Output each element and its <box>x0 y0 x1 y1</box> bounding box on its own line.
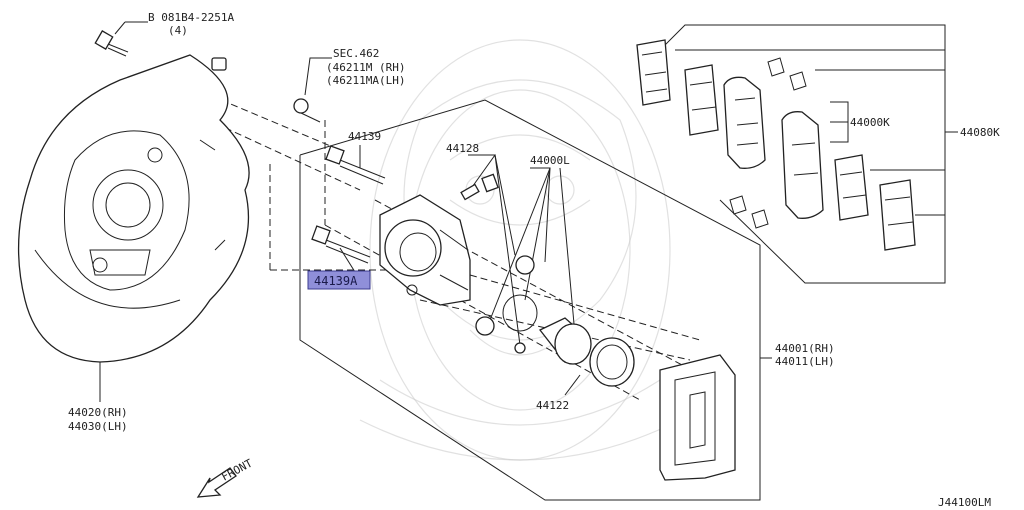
backing-plate-part <box>17 54 250 363</box>
piston-part <box>538 317 592 365</box>
part-44139-label[interactable]: 44139 <box>348 130 381 143</box>
watermark-emblem <box>359 39 681 461</box>
front-label: FRONT <box>219 456 255 483</box>
front-direction-arrow <box>196 467 237 498</box>
piston-seal-ring-part <box>589 337 635 387</box>
bleeder-screw-part <box>460 173 499 201</box>
drawing-id-label: J44100LM <box>938 496 991 509</box>
pad-kit-outline <box>639 24 946 284</box>
pad-shim-parts <box>636 39 916 251</box>
part-44000k-label[interactable]: 44000K <box>850 116 890 129</box>
part-44139a-label[interactable]: 44139A <box>314 274 358 288</box>
caliper-bracket-part <box>659 354 736 481</box>
seal-kit-parts <box>475 255 538 354</box>
selected-part-highlight[interactable] <box>307 270 371 290</box>
guide-pin-44139a-part <box>311 225 371 264</box>
part-44128-label[interactable]: 44128 <box>446 142 479 155</box>
part-44020-rh-label[interactable]: 44020(RH) <box>68 406 128 419</box>
bolt-qty-label: (4) <box>168 24 188 37</box>
sec-462-label[interactable]: SEC.462 <box>333 47 379 60</box>
caliper-body-part <box>379 194 471 306</box>
bolt-ref-label: B 081B4-2251A <box>148 11 234 24</box>
part-44080k-label[interactable]: 44080K <box>960 126 1000 139</box>
anti-rattle-clip-parts <box>729 57 807 229</box>
guide-pin-44139-part <box>325 145 386 185</box>
sec-46211m-label: (46211M (RH) <box>326 61 405 74</box>
brake-hose-part <box>211 31 321 123</box>
part-44001-rh-label[interactable]: 44001(RH) <box>775 342 835 355</box>
part-44030-lh-label[interactable]: 44030(LH) <box>68 420 128 433</box>
part-44011-lh-label[interactable]: 44011(LH) <box>775 355 835 368</box>
part-44122-label[interactable]: 44122 <box>536 399 569 412</box>
caliper-assembly-outline <box>299 99 761 501</box>
brake-pad-parts <box>723 76 824 219</box>
leader-lines <box>99 21 958 402</box>
sec-46211ma-label: (46211MA(LH) <box>326 74 405 87</box>
bolt-part <box>94 30 129 57</box>
part-44000l-label[interactable]: 44000L <box>530 154 570 167</box>
